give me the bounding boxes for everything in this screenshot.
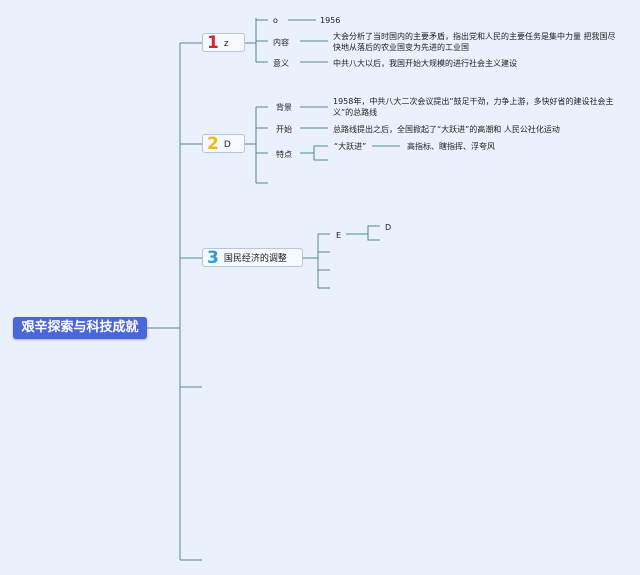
branch-label-2: D	[223, 140, 231, 150]
connector-b3-e-sub2	[367, 225, 380, 234]
connector-b3-e-sub	[346, 233, 380, 241]
branch-number-3: 3	[207, 248, 219, 268]
branch-node-3[interactable]: 3 国民经济的调整	[202, 248, 303, 268]
branch-number-2: 2	[207, 134, 219, 154]
root-node[interactable]: 艰辛探索与科技成就	[13, 317, 147, 339]
b1-child-label-3[interactable]: 意义	[273, 59, 289, 68]
b1-child-value-3[interactable]: 中共八大以后，我国开始大规模的进行社会主义建设	[333, 59, 517, 68]
branch-number-1: 1	[207, 33, 219, 53]
b1-child-label-2[interactable]: 内容	[273, 38, 289, 47]
b1-child-value-2[interactable]: 大会分析了当时国内的主要矛盾，指出党和人民的主要任务是集中力量 把我国尽 快地从…	[333, 31, 616, 53]
b1-child-value-2-line-2: 快地从落后的农业国变为先进的工业国	[333, 43, 469, 52]
b2-child-value-1-line-1: 1958年，中共八大二次会议提出“鼓足干劲，力争上游，多快好省的建设社会主	[333, 97, 614, 106]
b1-child-value-2-line-1: 大会分析了当时国内的主要矛盾，指出党和人民的主要任务是集中力量 把我国尽	[333, 32, 616, 41]
b2-sub-value[interactable]: 高指标、瞎指挥、浮夸风	[407, 142, 495, 151]
branch-label-1: z	[223, 39, 229, 49]
connector-b2-c3-sub2	[313, 153, 328, 161]
branch-label-3: 国民经济的调整	[223, 254, 287, 264]
connector-b2-c3-sub	[300, 145, 328, 154]
b2-child-value-1[interactable]: 1958年，中共八大二次会议提出“鼓足干劲，力争上游，多快好省的建设社会主 义”…	[333, 96, 614, 118]
b2-child-label-3[interactable]: 特点	[276, 150, 292, 159]
b2-child-label-2[interactable]: 开始	[276, 125, 292, 134]
b2-child-value-1-line-2: 义”的总路线	[333, 108, 378, 117]
b1-child-value-1[interactable]: 1956	[320, 16, 341, 25]
b1-child-label-1[interactable]: o	[273, 16, 278, 25]
b2-child-label-1[interactable]: 背景	[276, 103, 292, 112]
b3-child-label-1[interactable]: E	[336, 231, 342, 240]
b2-child-value-2[interactable]: 总路线提出之后，全国掀起了“大跃进”的高潮和 人民公社化运动	[333, 125, 560, 134]
b2-sub-label[interactable]: “大跃进”	[334, 142, 367, 151]
b3-sub-label[interactable]: D	[385, 223, 392, 232]
